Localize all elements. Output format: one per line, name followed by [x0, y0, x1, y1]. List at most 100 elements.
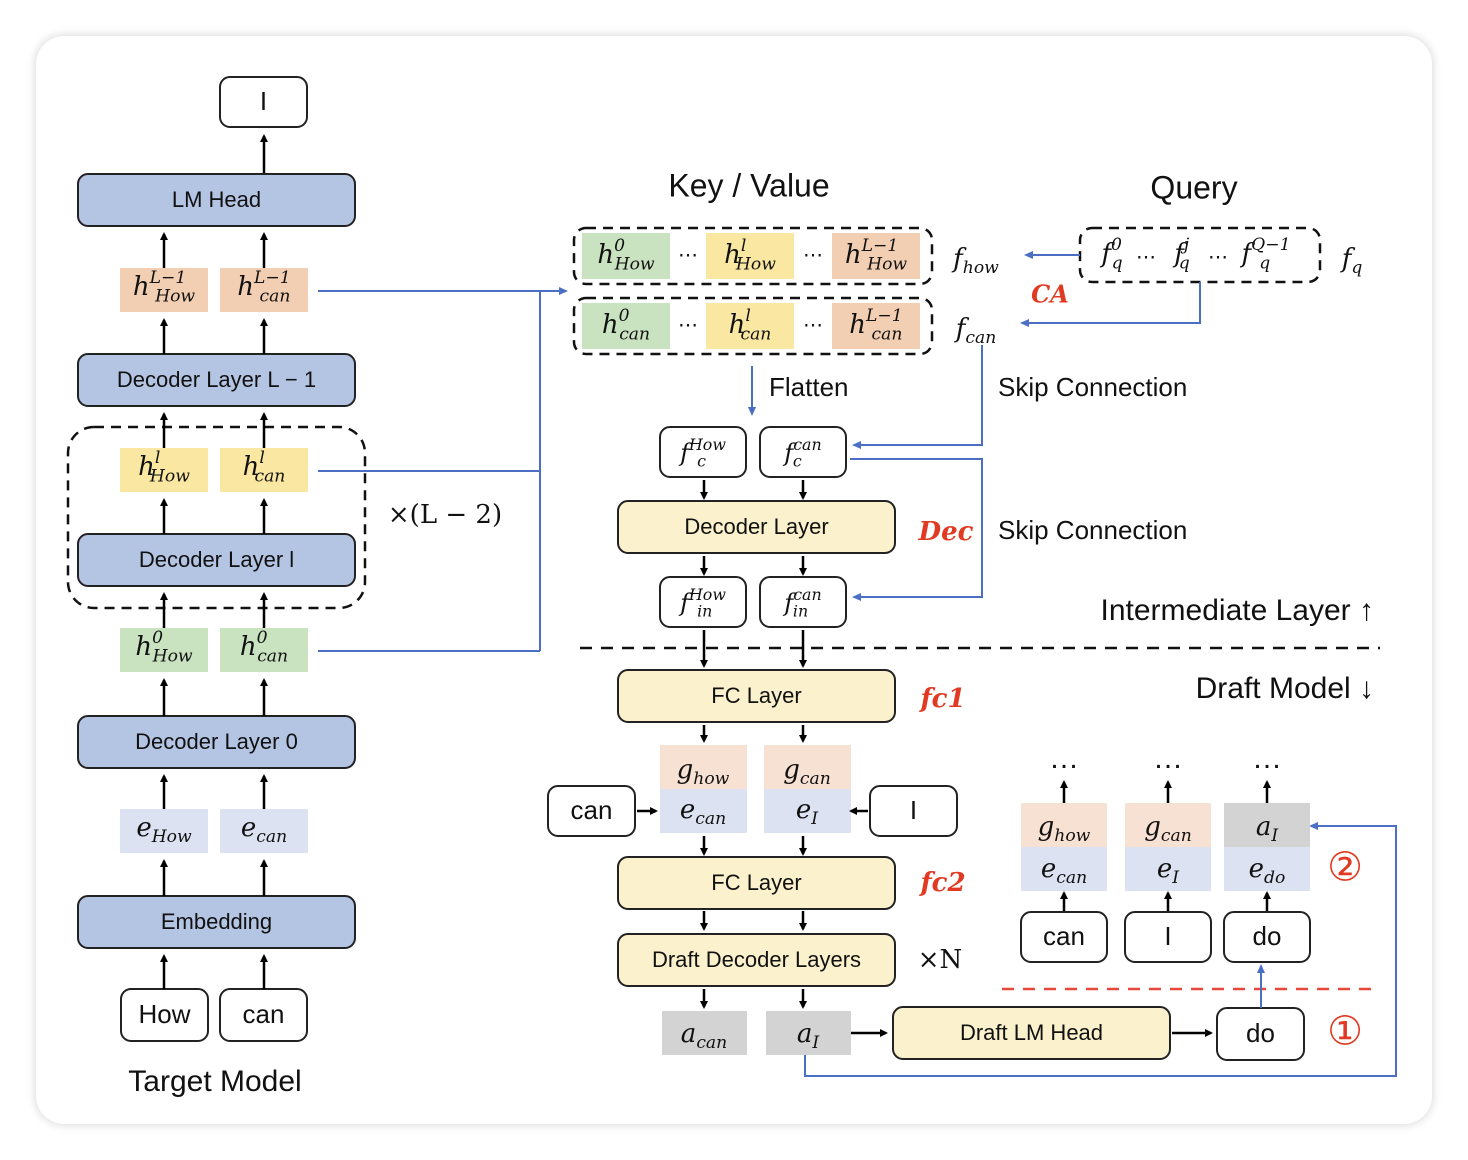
next-token-2	[1223, 911, 1311, 963]
repeat-label-n: ×N	[918, 945, 963, 975]
next-top-label-2: aI	[1256, 812, 1280, 845]
ca-label: CA	[1031, 280, 1069, 309]
e-cell-1	[764, 789, 851, 833]
a-cell-1	[766, 1011, 851, 1055]
e-embed-0	[120, 809, 208, 853]
output-token-box-label: I	[260, 86, 267, 116]
next-ellipsis-2: …	[1252, 742, 1282, 775]
input-token-can-label: can	[243, 999, 285, 1029]
next-token-2-label: do	[1253, 921, 1282, 951]
a-cell-0	[662, 1011, 747, 1055]
dec-label: Dec	[918, 517, 974, 547]
query-to-fcan	[1020, 282, 1201, 327]
kv-cell-0-0	[582, 233, 670, 279]
h-0-0	[120, 628, 208, 672]
draft-lm-head-block	[892, 1006, 1171, 1060]
e-embed-label-1: ecan	[241, 813, 287, 846]
kv-row-box-0	[572, 226, 934, 286]
fin-node-1	[759, 576, 847, 628]
draft-lm-head-block-label: Draft LM Head	[960, 1020, 1103, 1045]
skip-conn-2-arrow	[850, 458, 983, 601]
fc-node-0	[659, 426, 747, 478]
intermediate-decoder-layer-block-label: Decoder Layer	[684, 514, 828, 539]
next-bottom-label-2: edo	[1249, 854, 1286, 887]
h-last-1	[220, 268, 308, 312]
lm-head-block	[77, 173, 356, 227]
next-token-0	[1020, 911, 1108, 963]
target-model-caption: Target Model	[128, 1065, 301, 1098]
decoder-layer-last-block-label: Decoder Layer L − 1	[117, 367, 316, 392]
next-token-1-label: I	[1164, 921, 1171, 951]
kv-row-box-1	[572, 296, 934, 356]
query-label: fq	[1340, 244, 1363, 277]
draft-input-token-can	[547, 785, 636, 837]
intermediate-layer-heading: Intermediate Layer ↑	[1101, 594, 1374, 627]
next-top-label-0: ghow	[1038, 812, 1091, 845]
kv-cell-1-0	[582, 303, 670, 349]
next-bottom-label-1: eI	[1157, 854, 1180, 887]
fc-node-1	[759, 426, 847, 478]
decoder-layer-l-block	[77, 533, 356, 587]
a-cell-label-0: acan	[681, 1019, 727, 1052]
repeat-label-l-minus-2: ×(L − 2)	[388, 500, 502, 530]
kv-row-label-0: fhow	[951, 244, 999, 277]
draft-decoder-layers-block-label: Draft Decoder Layers	[652, 947, 861, 972]
next-ellipsis-1: …	[1153, 742, 1183, 775]
next-bottom-label-0: ecan	[1041, 854, 1087, 887]
next-bottom-cell-0	[1021, 847, 1107, 891]
query-title: Query	[1150, 169, 1237, 205]
fc2-block	[617, 856, 896, 910]
decoder-layer-l-block-label: Decoder Layer l	[139, 547, 294, 572]
fc1-block-label: FC Layer	[711, 683, 801, 708]
draft-output-token-do-label: do	[1246, 1018, 1275, 1048]
kv-ellipsis-0-b: ⋯	[803, 243, 823, 267]
embedding-block-label: Embedding	[161, 909, 272, 934]
kv-ellipsis-1-b: ⋯	[803, 313, 823, 337]
draft-input-token-can-label: can	[571, 795, 613, 825]
h-l-0	[120, 448, 208, 492]
kv-row-label-1: fcan	[954, 314, 997, 347]
decoder-layer-last-block	[77, 353, 356, 407]
h-last-0	[120, 268, 208, 312]
embedding-block	[77, 895, 356, 949]
h-l-1	[220, 448, 308, 492]
fin-node-0	[659, 576, 747, 628]
step-2-marker: ②	[1327, 846, 1363, 890]
next-bottom-cell-2	[1224, 847, 1310, 891]
kv-ellipsis-0-a: ⋯	[678, 243, 698, 267]
next-top-cell-1	[1125, 803, 1211, 847]
e-embed-label-0: eHow	[136, 813, 192, 846]
g-cell-label-0: ghow	[677, 755, 730, 788]
step-1-marker: ①	[1327, 1010, 1363, 1054]
draft-decoder-layers-block	[617, 933, 896, 987]
e-cell-label-0: ecan	[680, 795, 726, 828]
next-token-0-label: can	[1043, 921, 1085, 951]
g-cell-1	[764, 745, 851, 789]
next-top-label-1: gcan	[1144, 812, 1192, 845]
e-embed-1	[220, 809, 308, 853]
skip-connection-label-1: Skip Connection	[998, 372, 1187, 402]
flatten-label: Flatten	[769, 372, 849, 402]
key-value-title: Key / Value	[668, 167, 829, 203]
g-cell-label-1: gcan	[783, 755, 831, 788]
next-ellipsis-0: …	[1049, 742, 1079, 775]
g-cell-0	[660, 745, 747, 789]
next-token-1	[1124, 911, 1212, 963]
arrow-ai-feedback	[804, 822, 1397, 1077]
draft-model-heading: Draft Model ↓	[1196, 672, 1374, 705]
fc1-label: fc1	[918, 684, 965, 714]
repeat-group-box	[66, 425, 367, 610]
